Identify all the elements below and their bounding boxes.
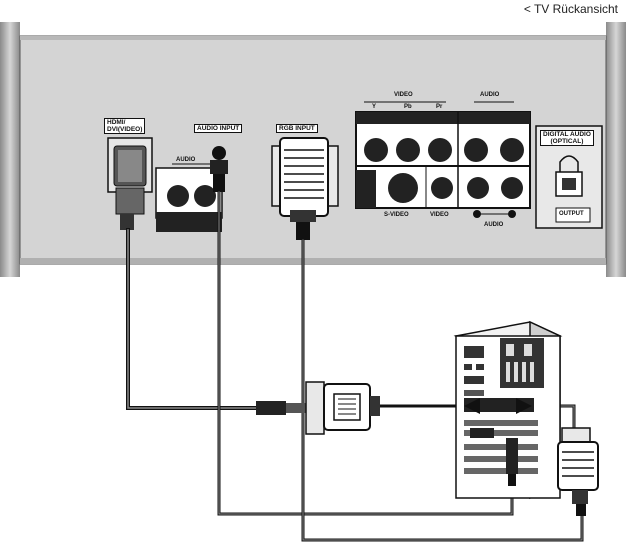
diagram-title: < TV Rückansicht [523,2,618,16]
audio-input-label: AUDIO INPUT [194,124,243,133]
video-group-label: VIDEO [394,92,413,98]
hdmi-label: HDMI/ DVI(VIDEO) [104,118,146,134]
rgb-input-connector [271,137,339,240]
rgb-cable [301,238,584,542]
digital-audio-label: DIGITAL AUDIO (OPTICAL) [540,130,594,146]
pr-label: Pr [436,104,443,110]
component-video-block [355,101,531,218]
audio-input-jacks [155,146,228,232]
output-label: OUTPUT [559,211,584,217]
pb-label: Pb [404,104,412,110]
hdmi-dvi-adapter [256,381,380,435]
audio-group-label: AUDIO [480,92,500,98]
pc-tower [453,320,563,500]
video-label: VIDEO [430,212,449,218]
y-label: Y [372,104,377,110]
hdmi-cable [126,228,258,410]
hdmi-connector [107,137,153,230]
s-video-label: S-VIDEO [384,212,409,218]
audio-bottom-label: AUDIO [484,222,504,228]
audio-small-label: AUDIO [176,157,196,163]
rgb-input-label: RGB INPUT [276,124,318,133]
pc-vga-connector [557,427,599,516]
